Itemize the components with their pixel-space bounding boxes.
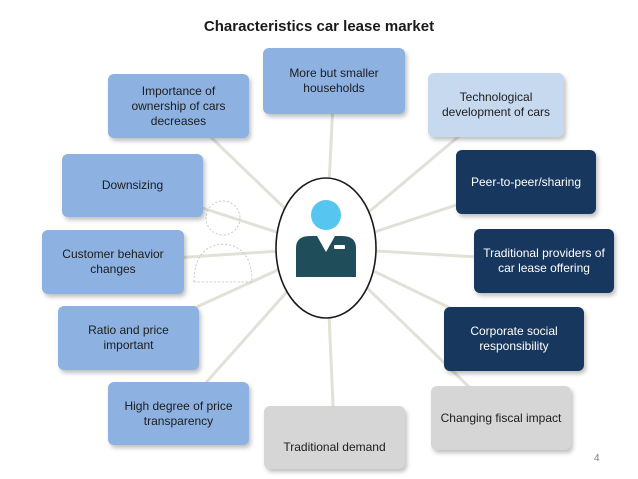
center-person-hub [275, 177, 377, 319]
box-label: More but smaller households [289, 66, 379, 95]
box-households: More but smaller households [263, 48, 405, 114]
box-label: Peer-to-peer/sharing [470, 174, 582, 189]
box-fiscal: Changing fiscal impact [431, 386, 571, 450]
box-traditional-demand: Traditional demand [264, 406, 405, 469]
box-label: Changing fiscal impact [440, 410, 562, 425]
box-label: Technological development of cars [441, 90, 551, 119]
box-label: Traditional providers of car lease offer… [483, 246, 605, 275]
box-label: High degree of price transparency [124, 398, 233, 428]
person-icon [296, 200, 356, 277]
box-traditional-providers: Traditional providers of car lease offer… [474, 229, 614, 293]
box-label: Ratio and price important [88, 323, 169, 352]
box-price-transparency: High degree of price transparency [108, 382, 249, 445]
box-downsizing: Downsizing [62, 154, 203, 217]
box-sharing: Peer-to-peer/sharing [456, 150, 596, 214]
box-ownership: Importance of ownership of cars decrease… [108, 74, 249, 138]
slide-title: Characteristics car lease market [203, 18, 435, 35]
box-label: Importance of ownership of cars decrease… [131, 83, 226, 128]
box-label: Customer behavior changes [62, 247, 164, 276]
page-number: 4 [594, 453, 600, 464]
ghost-person-icon [193, 200, 253, 283]
box-technology: Technological development of cars [428, 73, 564, 137]
box-label: Downsizing [101, 178, 164, 192]
box-label: Traditional demand [283, 440, 386, 454]
box-ratio-price: Ratio and price important [58, 306, 199, 370]
box-csr: Corporate social responsibility [444, 307, 584, 371]
box-customer-behavior: Customer behavior changes [42, 230, 184, 294]
box-label: Corporate social responsibility [470, 324, 558, 353]
